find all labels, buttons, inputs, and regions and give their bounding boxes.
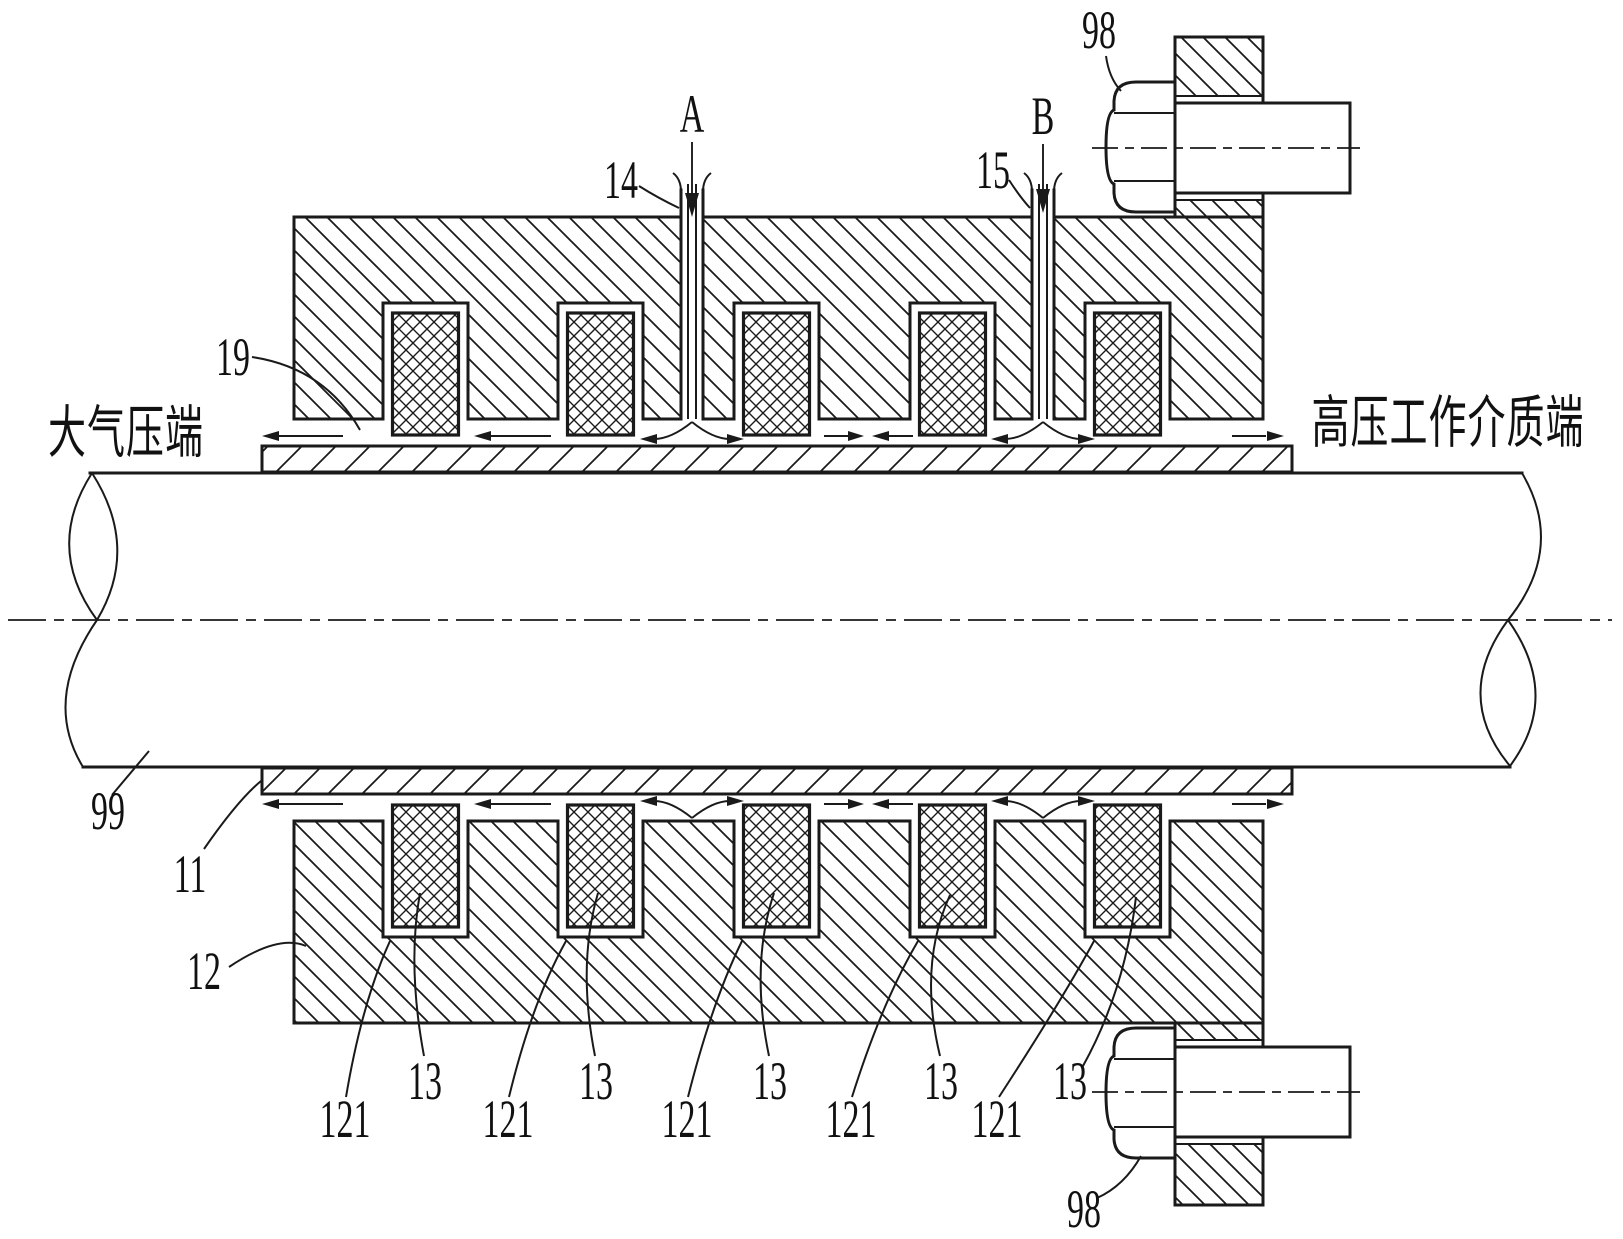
label-19: 19 — [216, 327, 250, 387]
shaft — [8, 471, 1612, 769]
label-13: 13 — [408, 1051, 442, 1111]
section-arrow-b — [1036, 144, 1050, 213]
leader-lines — [111, 55, 1142, 1199]
label-11: 11 — [174, 844, 207, 904]
seal-rings-upper — [390, 311, 1163, 437]
label-15: 15 — [976, 140, 1010, 200]
label-121: 121 — [661, 1089, 712, 1149]
seal-ring — [1092, 803, 1163, 929]
seal-ring — [741, 803, 812, 929]
label-high-pressure-end: 高压工作介质端 — [1312, 393, 1585, 455]
seal-ring — [917, 311, 988, 437]
seal-rings-lower — [390, 803, 1163, 929]
pipe-14 — [672, 172, 712, 421]
label-121: 121 — [825, 1089, 876, 1149]
seal-ring — [565, 311, 636, 437]
label-98-top: 98 — [1082, 0, 1116, 60]
section-arrow-a — [685, 142, 699, 217]
label-13: 13 — [579, 1051, 613, 1111]
shaft-break-left — [64, 472, 119, 768]
label-121: 121 — [482, 1089, 533, 1149]
label-12: 12 — [187, 941, 221, 1001]
label-13: 13 — [924, 1051, 958, 1111]
pipe-15 — [1023, 172, 1063, 421]
bolt-bottom — [1092, 1026, 1360, 1160]
label-14: 14 — [604, 150, 638, 210]
seal-ring — [741, 311, 812, 437]
label-atmospheric-end: 大气压端 — [48, 403, 204, 465]
shaft-break-right — [1479, 472, 1542, 767]
flow-arrows-upper — [262, 421, 1284, 444]
sleeve-lower — [260, 766, 1294, 796]
seal-ring — [1092, 311, 1163, 437]
bolt-top — [1092, 80, 1360, 214]
label-121: 121 — [319, 1089, 370, 1149]
seal-ring — [565, 803, 636, 929]
seal-ring — [390, 803, 461, 929]
label-13: 13 — [1053, 1051, 1087, 1111]
label-98-bottom: 98 — [1067, 1179, 1101, 1239]
seal-ring — [917, 803, 988, 929]
flow-arrows-lower — [262, 796, 1284, 819]
sleeve-upper — [260, 444, 1294, 474]
label-section-b: B — [1032, 86, 1055, 146]
seal-ring — [390, 311, 461, 437]
label-99: 99 — [91, 781, 125, 841]
labels: 98 A 14 B 15 19 大气压端 高压工作介质端 99 11 12 13… — [48, 0, 1585, 1239]
bolt-head — [1104, 1026, 1177, 1160]
bolt-head — [1104, 80, 1177, 214]
label-section-a: A — [680, 84, 705, 144]
label-13: 13 — [753, 1051, 787, 1111]
label-121: 121 — [971, 1089, 1022, 1149]
